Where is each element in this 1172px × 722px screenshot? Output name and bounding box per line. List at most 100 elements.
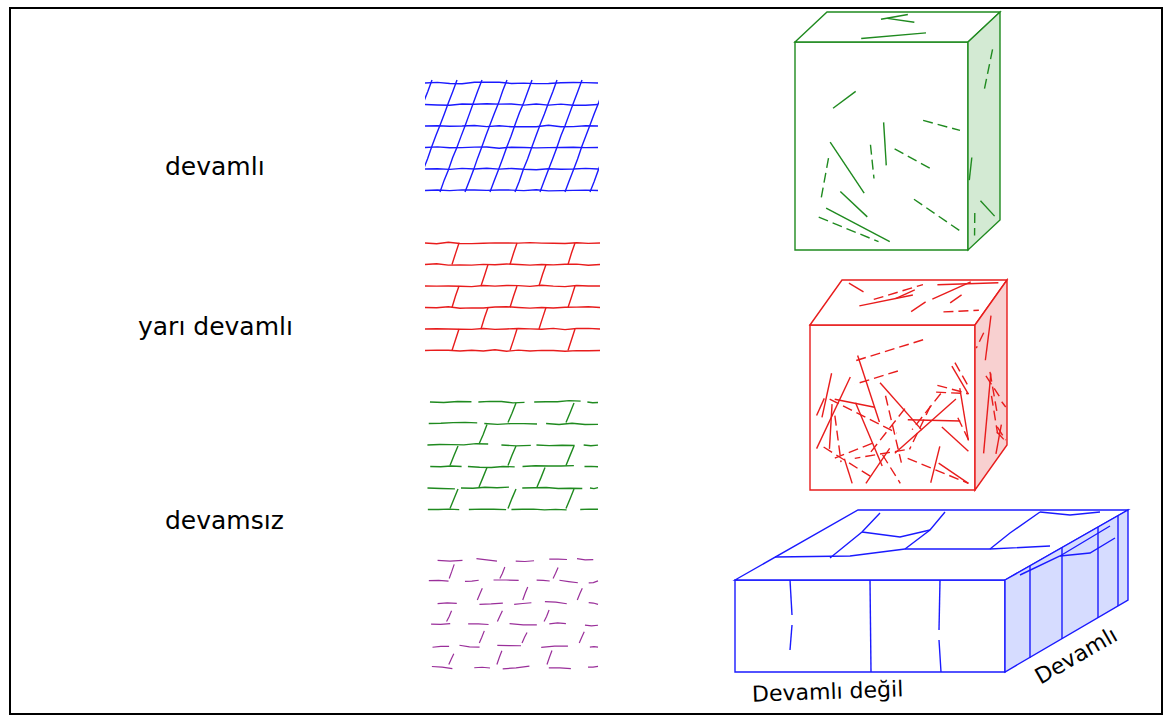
slab-front-face [735,580,1005,672]
trace-line [425,168,598,169]
trace-line [549,558,567,560]
cube-front-face [810,325,975,490]
trace-line [590,80,599,192]
trace-line [566,446,574,466]
trace-line [986,376,999,396]
trace-line [425,80,457,192]
trace-line [425,285,600,286]
trace-line [427,487,454,489]
trace-line [541,646,568,647]
trace-line [537,580,550,582]
trace-line [465,580,479,581]
trace-line [568,329,575,351]
sparse-trace-cube [795,12,1000,250]
trace-line [549,622,566,624]
trace-line [939,580,940,630]
trace-line [874,285,923,300]
trace-line [886,396,902,463]
trace-line [510,286,517,308]
trace-line [508,446,516,466]
trace-line [579,632,584,643]
trace-line [969,157,972,180]
trace-line [549,667,571,669]
trace-line [522,632,527,643]
trace-line [497,651,502,665]
trace-line [833,91,856,108]
trace-line [908,458,969,483]
trace-line [589,603,598,605]
trace-line [544,610,549,622]
trace-line [450,446,458,466]
trace-line [861,33,926,39]
trace-line [547,650,552,664]
trace-line [438,602,457,604]
trace-line [479,425,487,445]
trace-line [430,401,472,403]
trace-line [584,444,598,446]
trace-line [856,403,883,466]
trace-line [511,508,566,510]
cube-side-face [968,12,1000,250]
trace-line [452,243,459,265]
trace-line [943,310,978,312]
trace-line [539,308,546,330]
trace-line [500,567,505,579]
trace-line [461,487,509,488]
trace-line [431,623,450,625]
trace-line [503,666,530,669]
trace-line [835,399,875,407]
trace-line [870,580,871,672]
trace-line [440,80,482,192]
trace-line [985,316,991,361]
trace-line [589,581,598,583]
trace-line [584,466,598,468]
trace-line [559,580,577,582]
trace-line [429,422,477,423]
trace-line [508,403,516,423]
trace-line [432,667,452,669]
trace-line [849,283,864,292]
semi-continuous-pattern [425,242,600,351]
trace-line [536,444,574,446]
trace-line [469,508,506,510]
trace-line [545,602,567,604]
trace-line [510,243,517,265]
discontinuous-pattern [427,401,598,510]
trace-line [580,508,598,510]
trace-line [587,401,598,403]
trace-line [516,560,534,562]
trace-line [826,208,890,241]
trace-line [425,125,598,126]
trace-line [479,603,502,604]
trace-line [425,80,432,192]
label-text: devamsız [165,506,284,536]
trace-line [450,489,458,509]
trace-line [468,466,515,468]
trace-line [1029,566,1030,658]
trace-line [1020,526,1110,575]
trace-line [824,447,873,478]
trace-line [955,363,968,387]
trace-patterns [365,80,657,669]
trace-line [497,611,502,622]
trace-line [932,282,970,299]
trace-line [477,588,482,600]
trace-line [942,427,969,451]
trace-line [820,158,828,202]
trace-line [447,611,452,622]
trace-line [855,371,898,384]
trace-line [884,122,887,165]
trace-line [425,350,600,351]
trace-line [515,80,557,192]
trace-line [449,654,454,665]
trace-line [452,286,459,308]
trace-line [931,446,940,482]
trace-line [831,443,872,459]
trace-line [553,567,558,578]
trace-line [936,392,968,394]
trace-line [887,18,914,22]
trace-line [438,560,463,562]
trace-line [1097,527,1098,618]
trace-line [522,487,582,489]
